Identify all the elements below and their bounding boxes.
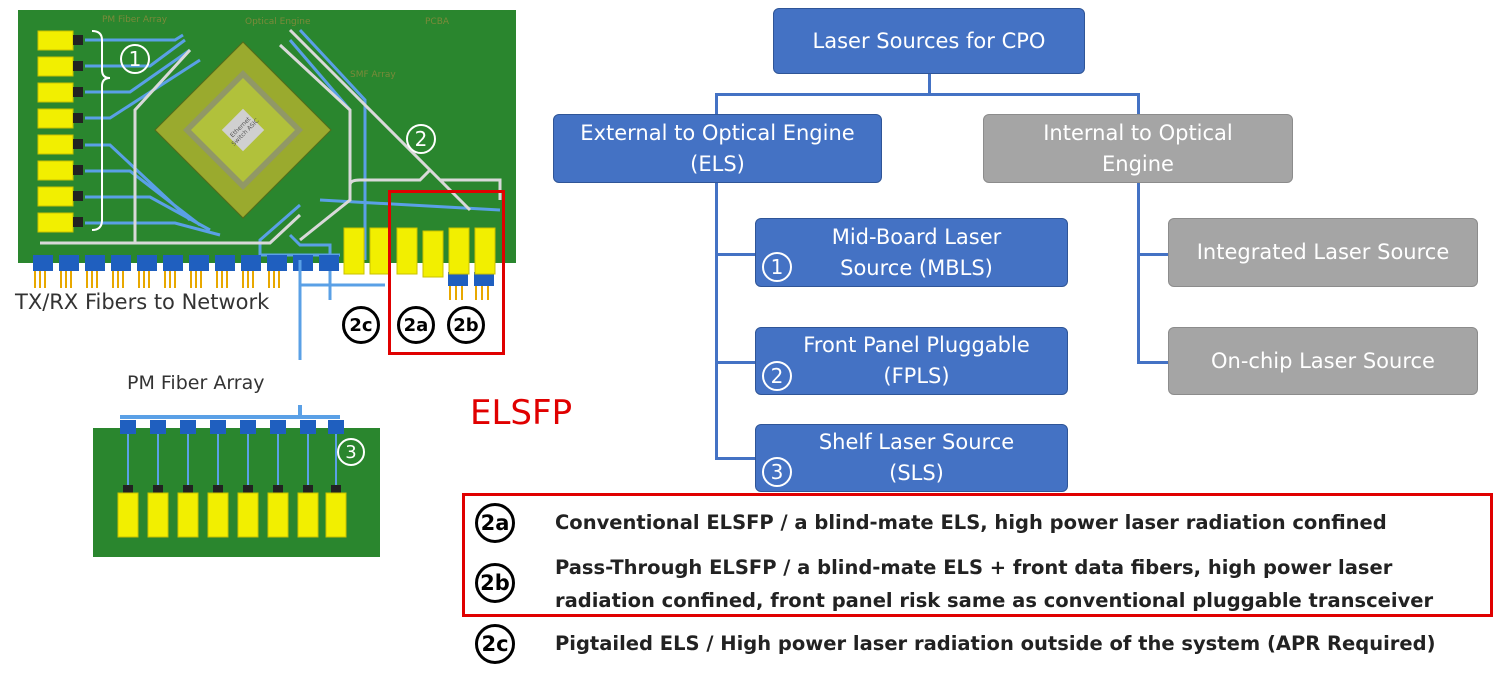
legend-badge-2b: 2b [475,563,515,603]
connector [715,253,755,256]
elsfp-label: ELSFP [470,393,573,433]
node-integrated: Integrated Laser Source [1168,218,1478,287]
connector [715,183,718,458]
badge-2a: 2a [397,306,435,344]
marker-2-tree: 2 [762,361,792,391]
node-external: External to Optical Engine (ELS) [553,114,882,183]
marker-1-tree: 1 [762,252,792,282]
legend-badge-2a: 2a [475,503,515,543]
node-internal: Internal to Optical Engine [983,114,1293,183]
marker-3: 3 [337,438,365,466]
pm-fiber-array-lower-label: PM Fiber Array [127,372,265,394]
connector [715,93,718,114]
optical-engine-label: Optical Engine [245,17,311,27]
legend-text-2b: Pass-Through ELSFP / a blind-mate ELS + … [555,556,1434,612]
marker-3-tree: 3 [762,457,792,487]
connector [1137,253,1168,256]
connector [715,93,1140,96]
connector [715,361,755,364]
connector [928,74,931,94]
shelf-pcb-diagram [93,405,380,557]
marker-1: 1 [120,44,150,74]
smf-array-label: SMF Array [350,70,396,80]
legend-text-2c: Pigtailed ELS / High power laser radiati… [555,632,1436,655]
badge-2b: 2b [447,306,485,344]
pcba-label: PCBA [425,17,450,27]
connector [1137,93,1140,114]
node-onchip: On-chip Laser Source [1168,327,1478,395]
pm-fiber-array-label: PM Fiber Array [102,15,168,25]
badge-2c: 2c [342,306,380,344]
node-fpls: Front Panel Pluggable (FPLS) [755,327,1068,395]
connector [1137,361,1168,364]
legend-highlight-box [462,493,1493,617]
node-sls: Shelf Laser Source (SLS) [755,424,1068,492]
legend-badge-2c: 2c [475,624,515,664]
connector [715,457,755,460]
node-root: Laser Sources for CPO [773,8,1085,74]
legend-text-2a: Conventional ELSFP / a blind-mate ELS, h… [555,511,1387,534]
elsfp-highlight-box [388,190,505,355]
node-mbls: Mid-Board Laser Source (MBLS) [755,218,1068,287]
marker-2: 2 [406,124,436,154]
tx-rx-fibers-label: TX/RX Fibers to Network [15,290,270,314]
connector [1137,183,1140,363]
